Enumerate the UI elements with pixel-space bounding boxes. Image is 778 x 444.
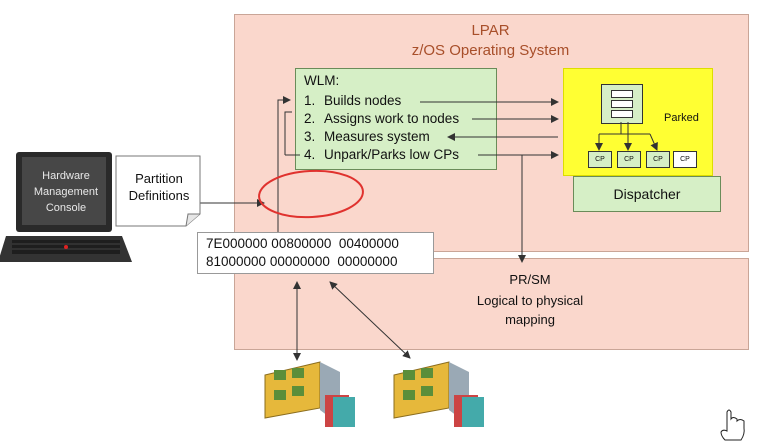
hmc-line2: Management xyxy=(33,186,99,198)
cp-active-2: CP xyxy=(617,151,641,168)
wlm-item-assigns-work: 2. Assigns work to nodes xyxy=(304,111,459,126)
arrow-to-cp3 xyxy=(649,133,658,151)
processor-drawer-icon xyxy=(393,361,484,427)
annotation-circle xyxy=(258,169,364,219)
prsm-title: PR/SM xyxy=(509,272,551,287)
cp-active-1: CP xyxy=(588,151,612,168)
cp-active-3: CP xyxy=(646,151,670,168)
wlm-item-label: Measures system xyxy=(324,129,430,144)
hand-pointer-icon xyxy=(720,409,745,441)
processor-drawer-icon xyxy=(264,361,355,427)
queue-slot xyxy=(611,110,633,118)
wlm-box: WLM: 1. Builds nodes 2. Assigns work to no… xyxy=(295,68,497,170)
work-queue xyxy=(601,84,643,124)
dispatcher-box: Dispatcher xyxy=(573,176,721,212)
wlm-item-number: 2. xyxy=(304,111,316,126)
queue-slot xyxy=(611,100,633,108)
hex-mask-box: 7E000000 00800000 00400000 81000000 0000… xyxy=(197,232,434,274)
document-icon xyxy=(115,155,201,227)
wlm-item-label: Assigns work to nodes xyxy=(324,111,460,126)
wlm-item-unpark-parks: 4. Unpark/Parks low CPs xyxy=(304,147,459,162)
laptop-icon xyxy=(0,152,132,262)
wlm-item-measures-system: 3. Measures system xyxy=(304,129,430,144)
prsm-subtitle-line2: mapping xyxy=(505,312,555,327)
feedback-loop-outer xyxy=(277,96,291,255)
wlm-item-label: Unpark/Parks low CPs xyxy=(324,147,460,162)
zos-title: z/OS Operating System xyxy=(411,42,570,59)
partition-definitions-line2: Definitions xyxy=(128,188,190,203)
wlm-item-number: 4. xyxy=(304,147,316,162)
parked-label: Parked xyxy=(664,112,699,124)
hmc-line1: Hardware xyxy=(42,170,90,182)
prsm-subtitle-line1: Logical to physical xyxy=(476,293,584,308)
hex-line-2: 81000000 00000000 00000000 xyxy=(206,254,398,269)
hex-line-1: 7E000000 00800000 00400000 xyxy=(206,236,399,251)
hmc-label: Hardware Management Console xyxy=(25,168,107,216)
wlm-item-builds-nodes: 1. Builds nodes xyxy=(304,93,401,108)
hmc-line3: Console xyxy=(45,202,87,214)
cp-parked: CP xyxy=(673,151,697,168)
feedback-loop-inner xyxy=(284,111,292,155)
wlm-item-label: Builds nodes xyxy=(324,93,402,108)
partition-definitions-line1: Partition xyxy=(135,171,183,186)
wlm-item-number: 3. xyxy=(304,129,316,144)
wlm-heading: WLM: xyxy=(304,73,340,88)
lpar-title: LPAR xyxy=(471,22,510,39)
partition-definitions-label: Partition Definitions xyxy=(119,170,199,204)
arrow-hex-to-board2 xyxy=(329,281,411,359)
wlm-item-number: 1. xyxy=(304,93,316,108)
queue-slot xyxy=(611,90,633,98)
